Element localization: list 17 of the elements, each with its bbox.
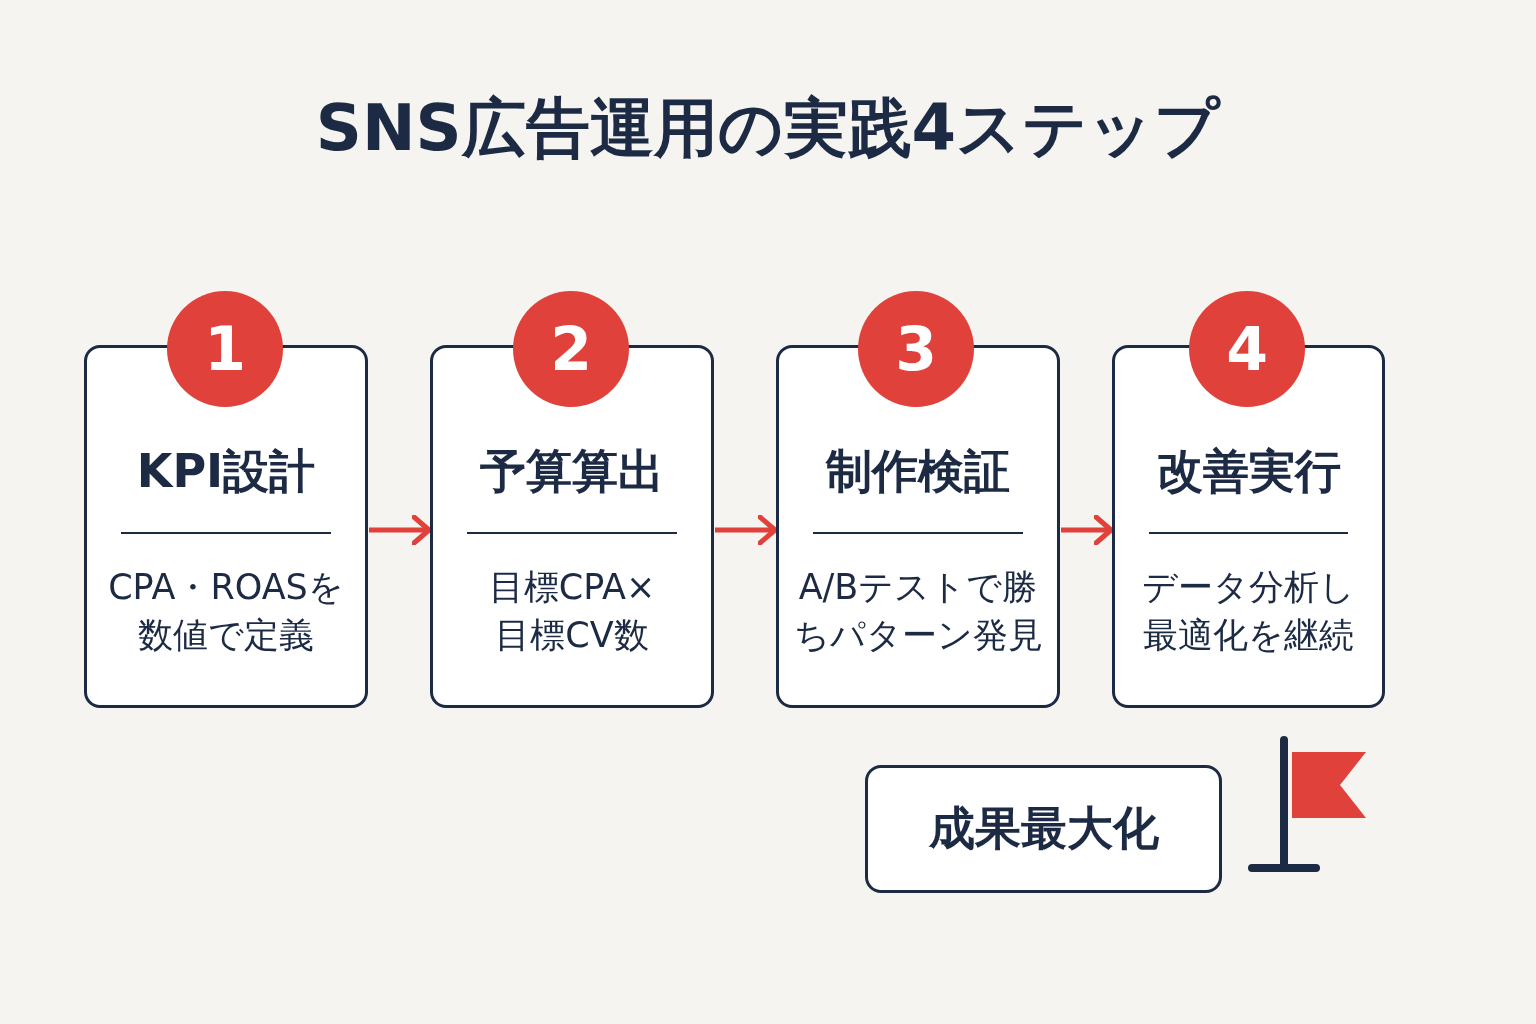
step-heading: KPI設計	[135, 443, 317, 499]
step-description: A/Bテストで勝ちパターン発見	[792, 566, 1044, 657]
step-heading: 改善実行	[1155, 443, 1342, 499]
step-description: データ分析し最適化を継続	[1141, 566, 1356, 657]
step-number: 2	[513, 291, 629, 407]
step-number: 4	[1189, 291, 1305, 407]
step-description: CPA・ROASを数値で定義	[107, 566, 345, 657]
step-heading: 予算算出	[479, 443, 665, 499]
step-number: 3	[858, 291, 974, 407]
step-number: 1	[167, 291, 283, 407]
arrow	[715, 514, 778, 546]
step-description: 目標CPA×目標CV数	[487, 566, 657, 657]
arrow	[1061, 514, 1114, 546]
title: SNS広告運用の実践4ステップ	[314, 90, 1222, 167]
arrow	[369, 514, 432, 546]
result-box: 成果最大化	[865, 765, 1222, 893]
step-heading: 制作検証	[824, 443, 1011, 499]
